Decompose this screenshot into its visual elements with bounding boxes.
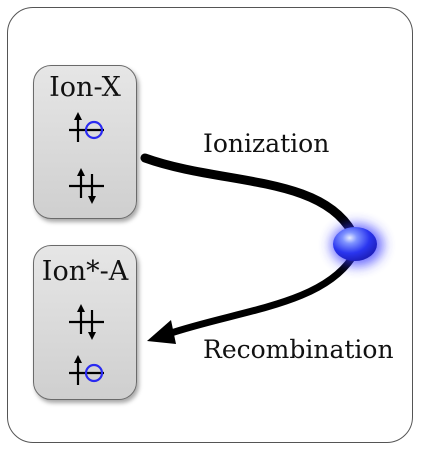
state-box-ion-x: Ion-X [33, 65, 137, 219]
state-box-ion-a: Ion*-A [33, 245, 137, 400]
ion-x-level-paired [69, 168, 104, 204]
recombination-path [164, 254, 356, 338]
hole-icon [84, 363, 104, 383]
state-title-ion-a: Ion*-A [41, 256, 129, 287]
state-title-ion-x: Ion-X [49, 72, 121, 103]
recombination-label: Recombination [203, 335, 394, 364]
ion-x-levels [69, 112, 104, 204]
electron-icon [333, 227, 377, 261]
ion-x-level-hole [69, 112, 104, 142]
ionization-path [140, 153, 357, 237]
ion-a-levels [69, 304, 104, 385]
ion-a-level-paired [69, 304, 104, 340]
hole-icon [84, 120, 104, 140]
recombination-arrowhead [147, 320, 176, 344]
ion-a-level-hole [69, 355, 104, 385]
ionization-label: Ionization [203, 129, 330, 158]
